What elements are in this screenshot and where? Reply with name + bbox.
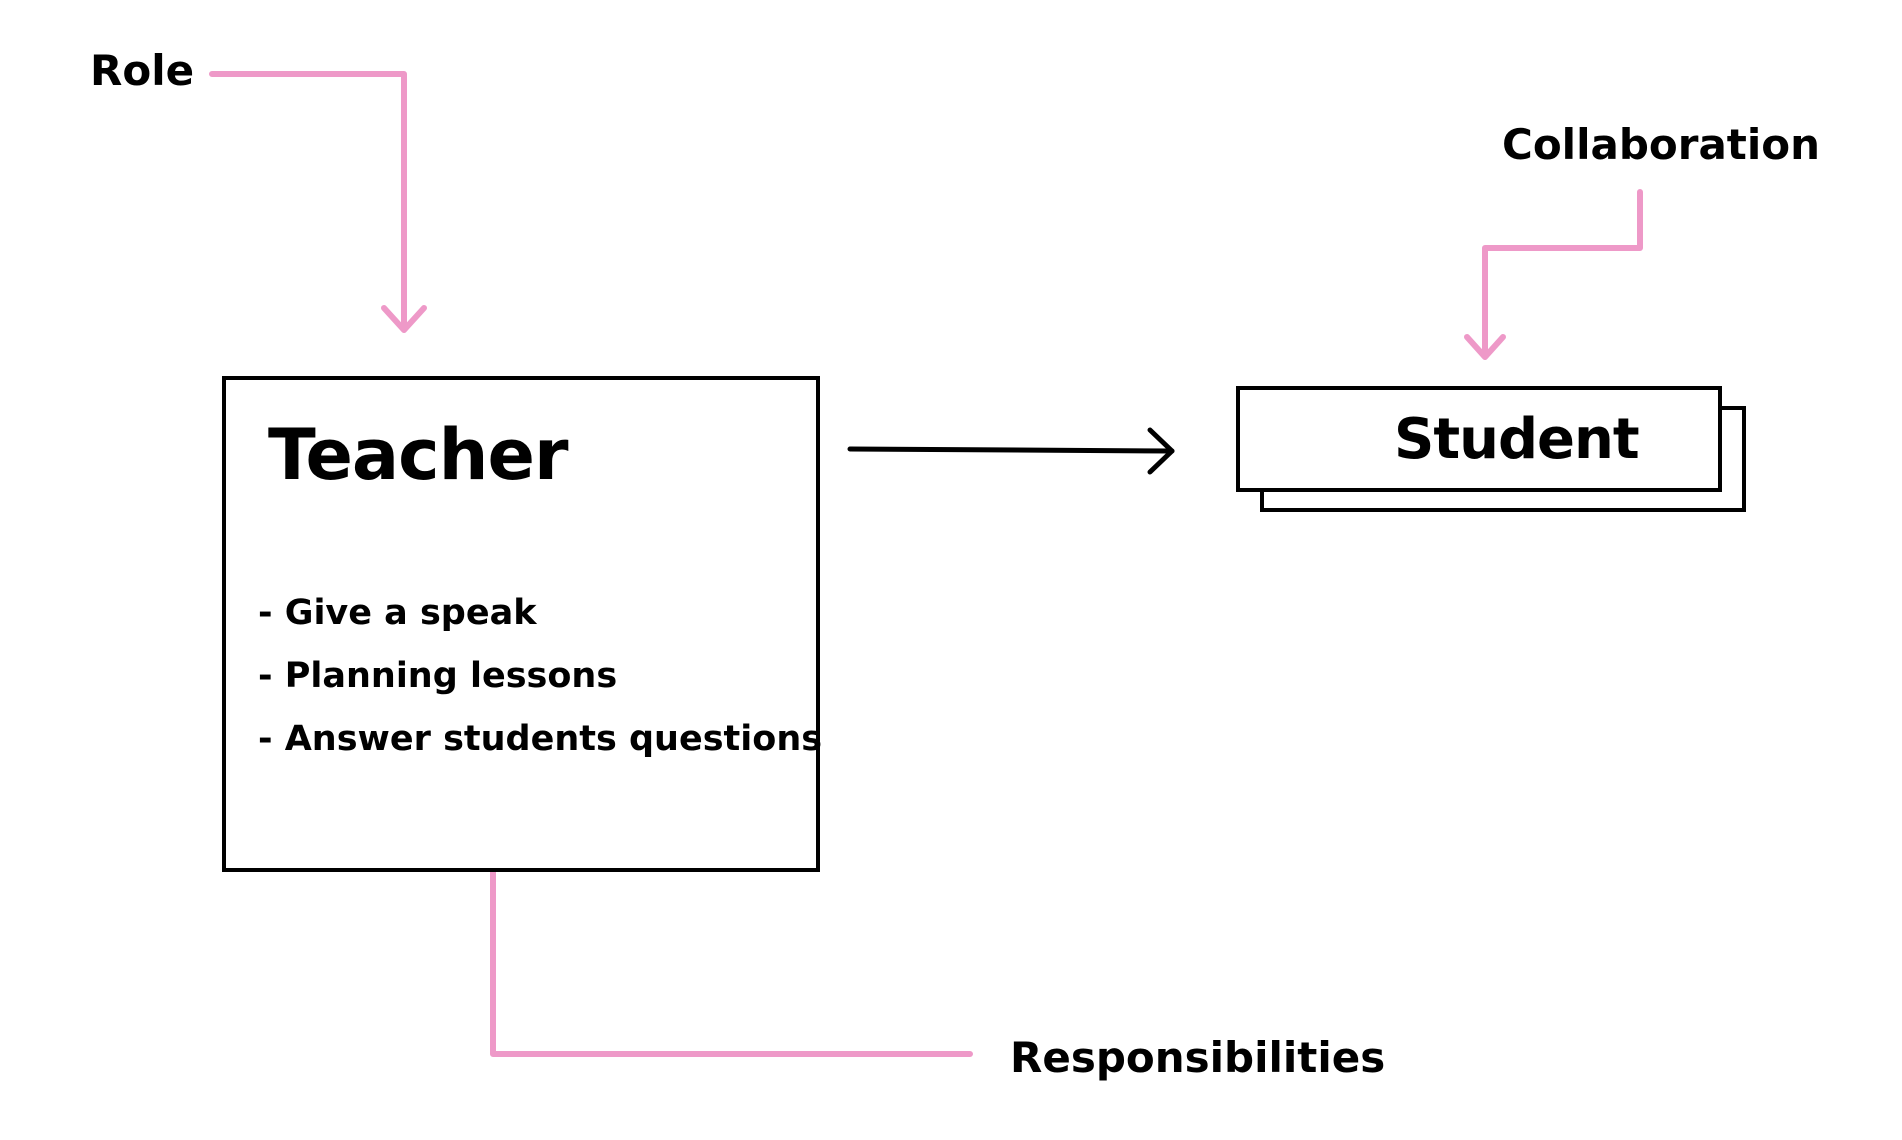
- responsibility-item: - Answer students questions: [258, 719, 823, 759]
- responsibilities-list: - Give a speak - Planning lessons - Answ…: [258, 582, 822, 771]
- student-card: Student: [1236, 386, 1722, 492]
- teacher-card: Teacher - Give a speak - Planning lesson…: [222, 376, 822, 872]
- teacher-to-student-arrow: [847, 427, 1175, 475]
- student-card-title: Student: [1394, 407, 1640, 472]
- role-arrow: [209, 71, 427, 333]
- responsibility-item: - Give a speak: [258, 593, 537, 633]
- teacher-card-title: Teacher: [268, 414, 568, 496]
- role-annotation: Role: [90, 46, 195, 95]
- collaboration-annotation: Collaboration: [1502, 120, 1821, 169]
- collaboration-arrow: [1464, 189, 1643, 360]
- responsibilities-annotation: Responsibilities: [1010, 1033, 1386, 1082]
- responsibility-item: - Planning lessons: [258, 656, 618, 696]
